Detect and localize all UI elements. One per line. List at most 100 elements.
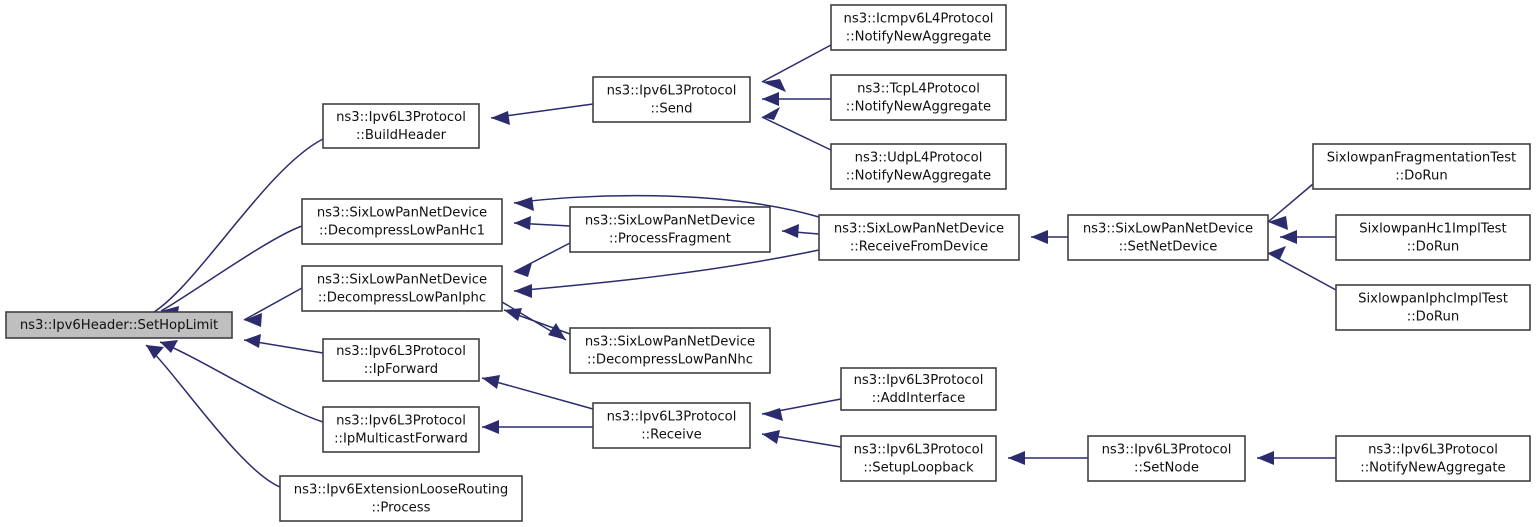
graph-node-icmpv6Notify[interactable]: ns3::Icmpv6L4Protocol::NotifyNewAggregat… xyxy=(830,4,1007,51)
node-box[interactable] xyxy=(830,143,1007,190)
arrowhead-icon xyxy=(491,111,510,125)
edge-tcpNotify-to-send xyxy=(762,92,831,106)
node-label-line1: ns3::Ipv6L3Protocol xyxy=(607,84,737,99)
edge-line xyxy=(513,249,820,292)
node-label-line2: ::DecompressLowPanHc1 xyxy=(319,224,485,239)
arrowhead-icon xyxy=(762,430,780,444)
arrowhead-icon xyxy=(1268,216,1288,230)
node-box[interactable] xyxy=(592,76,751,123)
arrowhead-icon xyxy=(1268,246,1286,259)
node-box[interactable] xyxy=(592,402,751,449)
graph-node-iphcTest[interactable]: SixlowpanIphcImplTest::DoRun xyxy=(1335,284,1531,331)
arrowhead-icon xyxy=(762,107,780,120)
node-box[interactable] xyxy=(301,198,503,245)
node-box[interactable] xyxy=(322,406,480,453)
node-box[interactable] xyxy=(1087,435,1246,482)
edge-line xyxy=(142,138,324,319)
node-box[interactable] xyxy=(840,435,997,482)
edge-setupLoopback-to-receive xyxy=(761,430,842,448)
graph-node-ipMulticastForward[interactable]: ns3::Ipv6L3Protocol::IpMulticastForward xyxy=(322,406,480,453)
edge-decompressIphc-to-setHopLimit xyxy=(243,287,303,327)
edge-receiveFromDevice-to-decompressHc1 xyxy=(513,194,820,218)
node-label-line2: ::Receive xyxy=(641,428,702,443)
graph-node-setNode[interactable]: ns3::Ipv6L3Protocol::SetNode xyxy=(1087,435,1246,482)
edge-fragTest-to-setNetDevice xyxy=(1267,183,1314,230)
node-label-line1: ns3::Ipv6L3Protocol xyxy=(854,373,984,388)
node-box[interactable] xyxy=(1335,214,1531,261)
edge-decompressNhc-to-decompressIphc xyxy=(503,308,571,335)
graph-node-ipv6Notify[interactable]: ns3::Ipv6L3Protocol::NotifyNewAggregate xyxy=(1335,435,1531,482)
node-label-line2: ::Send xyxy=(650,102,692,117)
node-label-line1: ns3::Ipv6Header::SetHopLimit xyxy=(20,318,218,333)
edge-receive-to-ipForward xyxy=(481,375,594,410)
graph-node-decompressNhc[interactable]: ns3::SixLowPanNetDevice::DecompressLowPa… xyxy=(569,327,771,374)
graph-node-buildHeader[interactable]: ns3::Ipv6L3Protocol::BuildHeader xyxy=(322,103,480,149)
arrowhead-icon xyxy=(1008,451,1025,465)
graph-node-receiveFromDevice[interactable]: ns3::SixLowPanNetDevice::ReceiveFromDevi… xyxy=(818,214,1020,261)
arrowhead-icon xyxy=(514,216,531,230)
node-box[interactable] xyxy=(840,367,997,411)
arrowhead-icon xyxy=(762,92,779,106)
arrowhead-icon xyxy=(782,224,799,238)
edge-line xyxy=(513,242,571,273)
node-label-line1: ns3::UdpL4Protocol xyxy=(855,151,983,166)
node-label-line1: ns3::TcpL4Protocol xyxy=(857,82,980,97)
edge-udpNotify-to-send xyxy=(761,107,832,151)
graph-node-udpNotify[interactable]: ns3::UdpL4Protocol::NotifyNewAggregate xyxy=(830,143,1007,190)
graph-node-setNetDevice[interactable]: ns3::SixLowPanNetDevice::SetNetDevice xyxy=(1067,214,1269,261)
node-box[interactable] xyxy=(5,311,233,339)
node-box[interactable] xyxy=(1312,143,1531,190)
graph-node-send[interactable]: ns3::Ipv6L3Protocol::Send xyxy=(592,76,751,123)
node-label-line2: ::SetNode xyxy=(1134,461,1199,476)
graph-node-decompressHc1[interactable]: ns3::SixLowPanNetDevice::DecompressLowPa… xyxy=(301,198,503,245)
edge-decompressHc1-to-setHopLimit xyxy=(160,225,303,320)
node-label-line2: ::DecompressLowPanNhc xyxy=(587,353,753,368)
node-box[interactable] xyxy=(569,206,771,253)
edge-line xyxy=(1267,183,1314,223)
edge-receive-to-ipMulticastForward xyxy=(482,420,593,434)
arrowhead-icon xyxy=(244,334,261,348)
graph-node-looseRouting[interactable]: ns3::Ipv6ExtensionLooseRouting::Process xyxy=(279,475,523,522)
node-label-line2: ::ReceiveFromDevice xyxy=(850,240,988,255)
node-label-line1: ns3::Ipv6L3Protocol xyxy=(1102,443,1232,458)
arrowhead-icon xyxy=(1031,230,1048,244)
node-box[interactable] xyxy=(322,338,480,382)
arrowhead-icon xyxy=(1257,451,1274,465)
node-label-line2: ::NotifyNewAggregate xyxy=(1360,461,1505,476)
graph-node-tcpNotify[interactable]: ns3::TcpL4Protocol::NotifyNewAggregate xyxy=(830,74,1007,121)
graph-node-addInterface[interactable]: ns3::Ipv6L3Protocol::AddInterface xyxy=(840,367,997,411)
node-box[interactable] xyxy=(322,103,480,149)
node-label-line1: ns3::Ipv6L3Protocol xyxy=(1368,443,1498,458)
graph-node-decompressIphc[interactable]: ns3::SixLowPanNetDevice::DecompressLowPa… xyxy=(301,265,503,312)
node-box[interactable] xyxy=(818,214,1020,261)
node-label-line1: ns3::Ipv6L3Protocol xyxy=(336,414,466,429)
edge-line xyxy=(761,44,832,83)
graph-node-setupLoopback[interactable]: ns3::Ipv6L3Protocol::SetupLoopback xyxy=(840,435,997,482)
edge-processFragment-to-decompressHc1 xyxy=(513,216,571,230)
node-label-line2: ::DoRun xyxy=(1407,310,1459,325)
graph-node-hc1Test[interactable]: SixlowpanHc1ImplTest::DoRun xyxy=(1335,214,1531,261)
edge-setNetDevice-to-receiveFromDevice xyxy=(1031,230,1068,244)
node-label-line2: ::IpMulticastForward xyxy=(334,432,468,447)
node-label-line1: ns3::SixLowPanNetDevice xyxy=(1083,222,1253,237)
node-box[interactable] xyxy=(279,475,523,522)
node-box[interactable] xyxy=(301,265,503,312)
graph-node-receive[interactable]: ns3::Ipv6L3Protocol::Receive xyxy=(592,402,751,449)
graph-node-fragTest[interactable]: SixlowpanFragmentationTest::DoRun xyxy=(1312,143,1531,190)
node-label-line1: ns3::Ipv6L3Protocol xyxy=(607,410,737,425)
graph-node-setHopLimit[interactable]: ns3::Ipv6Header::SetHopLimit xyxy=(5,311,233,339)
node-label-line1: ns3::SixLowPanNetDevice xyxy=(834,222,1004,237)
node-box[interactable] xyxy=(1335,284,1531,331)
node-box[interactable] xyxy=(830,4,1007,51)
arrowhead-icon xyxy=(1280,230,1297,244)
node-label-line2: ::AddInterface xyxy=(872,391,965,406)
graph-node-ipForward[interactable]: ns3::Ipv6L3Protocol::IpForward xyxy=(322,338,480,382)
node-box[interactable] xyxy=(1335,435,1531,482)
node-box[interactable] xyxy=(569,327,771,374)
graph-node-processFragment[interactable]: ns3::SixLowPanNetDevice::ProcessFragment xyxy=(569,206,771,253)
node-box[interactable] xyxy=(1067,214,1269,261)
node-label-line2: ::DoRun xyxy=(1395,169,1447,184)
node-label-line2: ::NotifyNewAggregate xyxy=(846,169,991,184)
node-box[interactable] xyxy=(830,74,1007,121)
